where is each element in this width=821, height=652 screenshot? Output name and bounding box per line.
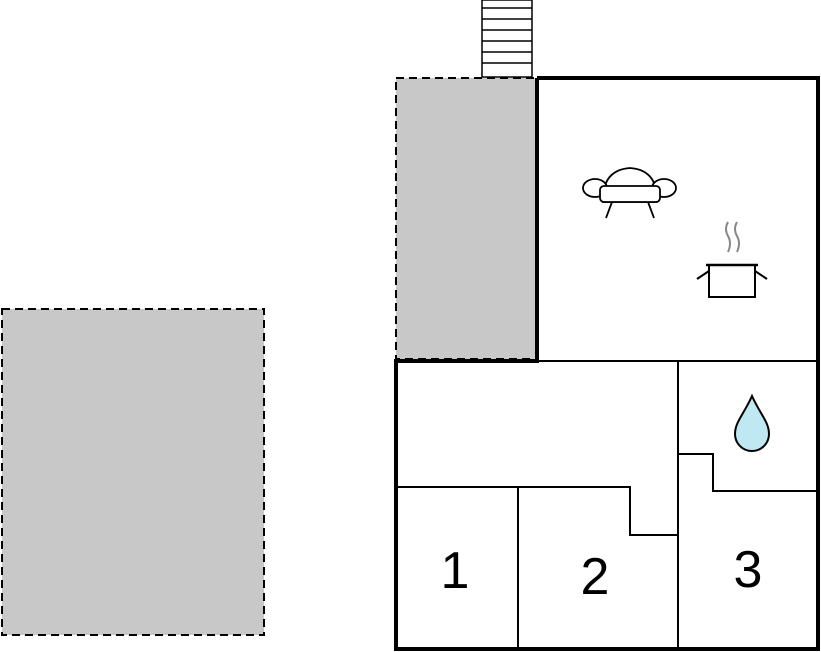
outdoor-terrace-left bbox=[1, 308, 265, 636]
stairs-icon bbox=[481, 0, 533, 78]
water-drop-icon bbox=[733, 393, 771, 452]
interior-walls bbox=[396, 360, 818, 649]
room-label-3: 3 bbox=[734, 541, 763, 599]
room-label-2: 2 bbox=[581, 548, 610, 606]
sofa-icon bbox=[582, 167, 677, 219]
outdoor-terrace-top bbox=[395, 77, 538, 360]
room-label-1: 1 bbox=[441, 542, 470, 600]
cooking-pot-icon bbox=[696, 221, 768, 298]
